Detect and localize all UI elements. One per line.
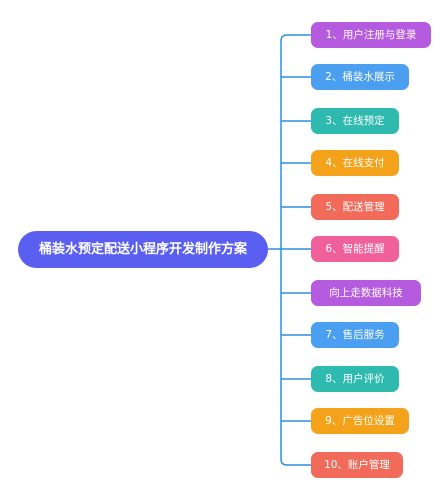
branch-node[interactable]: 向上走数据科技: [311, 280, 421, 306]
branch-node[interactable]: 9、广告位设置: [311, 408, 409, 434]
branch-node[interactable]: 4、在线支付: [311, 150, 399, 176]
branch-node[interactable]: 2、桶装水展示: [311, 64, 409, 90]
branch-node[interactable]: 8、用户评价: [311, 366, 399, 392]
branch-connector: [280, 458, 311, 466]
branch-node[interactable]: 5、配送管理: [311, 194, 399, 220]
branch-connector: [280, 34, 311, 42]
branch-node[interactable]: 7、售后服务: [311, 322, 399, 348]
branch-node[interactable]: 3、在线预定: [311, 108, 399, 134]
branch-node[interactable]: 1、用户注册与登录: [311, 22, 431, 48]
branch-node[interactable]: 10、账户管理: [311, 452, 403, 478]
branch-node[interactable]: 6、智能提醒: [311, 236, 399, 262]
root-node[interactable]: 桶装水预定配送小程序开发制作方案: [18, 231, 268, 268]
